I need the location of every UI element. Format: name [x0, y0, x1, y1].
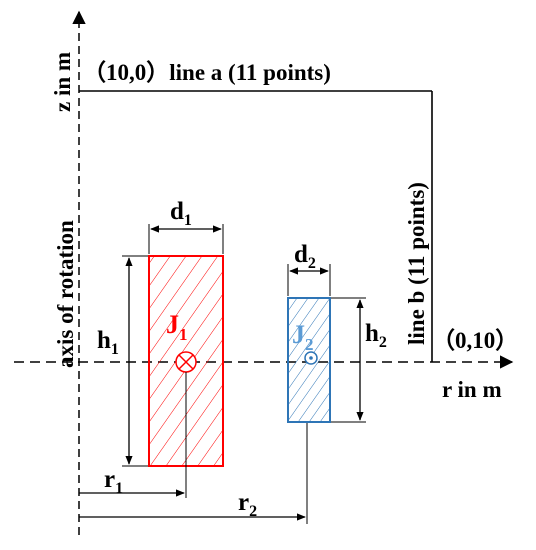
d2-label: d2 — [294, 241, 316, 272]
line-a-label: （10,0）line a (11 points) — [83, 59, 331, 85]
r2-label: r2 — [238, 489, 257, 520]
coil-2-dot — [309, 356, 313, 360]
z-axis-label: z in m — [50, 52, 75, 112]
h2-label: h2 — [365, 320, 387, 351]
point-0-10-label: （0,10） — [432, 327, 518, 353]
coil-1-cross-stroke — [178, 354, 194, 370]
line-b-label: line b (11 points) — [404, 182, 429, 345]
coil-2-label: J2 — [292, 320, 314, 354]
d1-label: d1 — [170, 198, 192, 229]
coil-1-label: J1 — [166, 310, 188, 344]
r1-label: r1 — [104, 466, 123, 497]
h1-label: h1 — [97, 327, 119, 358]
rotation-axis-label: axis of rotation — [53, 220, 78, 368]
r-axis-label: r in m — [442, 377, 502, 402]
